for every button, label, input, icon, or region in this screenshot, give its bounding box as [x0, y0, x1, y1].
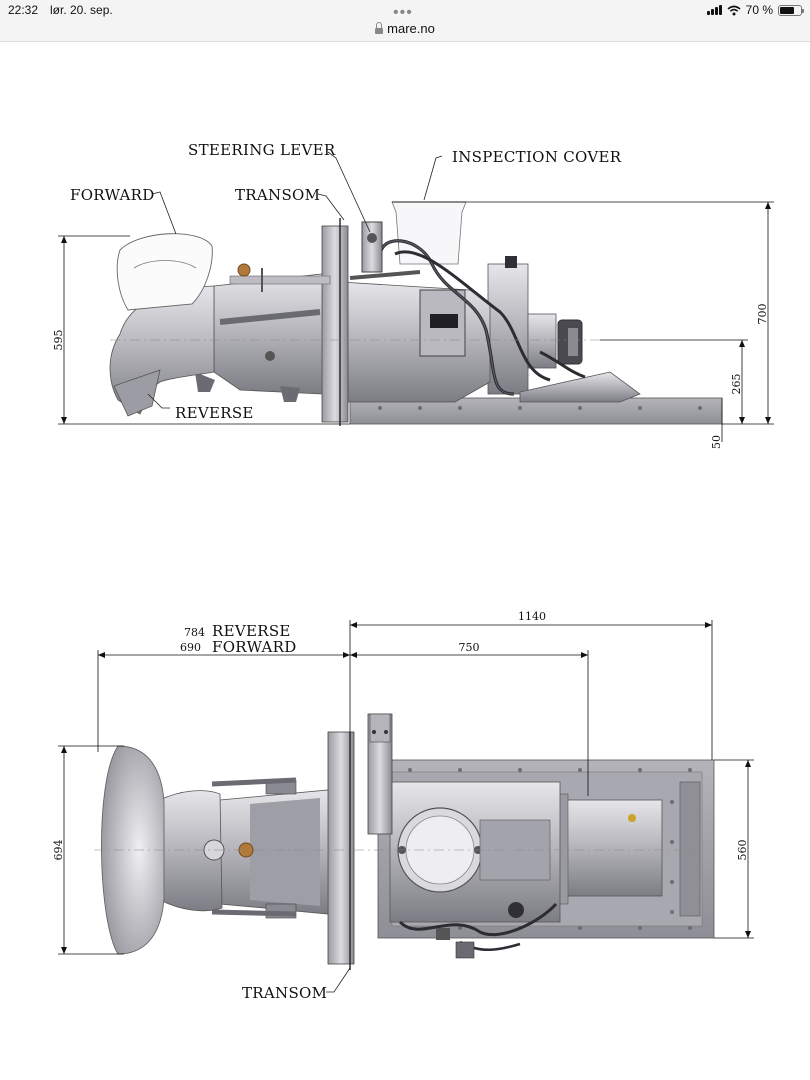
side-transom-flange — [321, 225, 349, 423]
status-time: 22:32 — [8, 3, 39, 17]
side-steering-lever — [361, 221, 383, 273]
waterjet-technical-drawing: 595 700 265 50 STEERING LEVER INSPECTION… — [0, 42, 810, 1080]
lock-icon — [375, 22, 384, 34]
side-inspection-cover — [391, 201, 467, 265]
status-date: lør. 20. sep. — [50, 3, 113, 17]
side-forward-bucket — [116, 233, 213, 311]
status-bar: 22:32 lør. 20. sep. 70 % — [0, 0, 810, 20]
label-reverse-top: REVERSE — [212, 622, 291, 640]
battery-percent: 70 % — [745, 3, 773, 17]
label-reverse-side: REVERSE — [175, 404, 254, 422]
side-view: 595 700 265 50 STEERING LEVER INSPECTION… — [52, 141, 774, 449]
label-transom-top: TRANSOM — [242, 984, 327, 1002]
dim-width-base: 560 — [736, 840, 749, 861]
side-stator — [213, 273, 323, 395]
top-view: 1140 750 784 690 694 560 REVERSE FORWARD… — [52, 610, 754, 1002]
label-steering-lever: STEERING LEVER — [188, 141, 336, 159]
top-reverse-bucket — [101, 745, 165, 955]
drawing-canvas: 595 700 265 50 STEERING LEVER INSPECTION… — [52, 141, 774, 1002]
url-text[interactable]: mare.no — [387, 21, 435, 36]
label-forward: FORWARD — [70, 186, 155, 204]
dim-height-right: 700 — [756, 304, 769, 325]
top-steering-nozzle — [159, 790, 223, 912]
battery-icon — [778, 4, 804, 16]
dim-reverse-length: 784 — [184, 626, 205, 639]
dim-overall-length: 1140 — [518, 610, 546, 623]
dim-inboard-length: 750 — [459, 641, 480, 654]
status-indicators: 70 % — [706, 3, 804, 17]
side-pump-housing — [339, 281, 491, 403]
dim-height-left: 595 — [52, 330, 65, 351]
dim-forward-length: 690 — [180, 641, 201, 654]
browser-url-bar[interactable]: ••• mare.no — [0, 4, 810, 42]
label-inspection-cover: INSPECTION COVER — [452, 148, 622, 166]
dim-base: 50 — [710, 435, 723, 449]
more-dots-icon[interactable]: ••• — [393, 4, 413, 21]
dim-width-nozzle: 694 — [52, 840, 65, 861]
label-forward-top: FORWARD — [212, 638, 297, 656]
top-gearbox — [565, 799, 663, 897]
wifi-icon — [727, 5, 741, 15]
dim-shaft-height: 265 — [730, 374, 743, 395]
side-reverse-bucket — [113, 369, 161, 417]
label-transom-side: TRANSOM — [235, 186, 320, 204]
cellular-signal-icon — [706, 5, 722, 15]
